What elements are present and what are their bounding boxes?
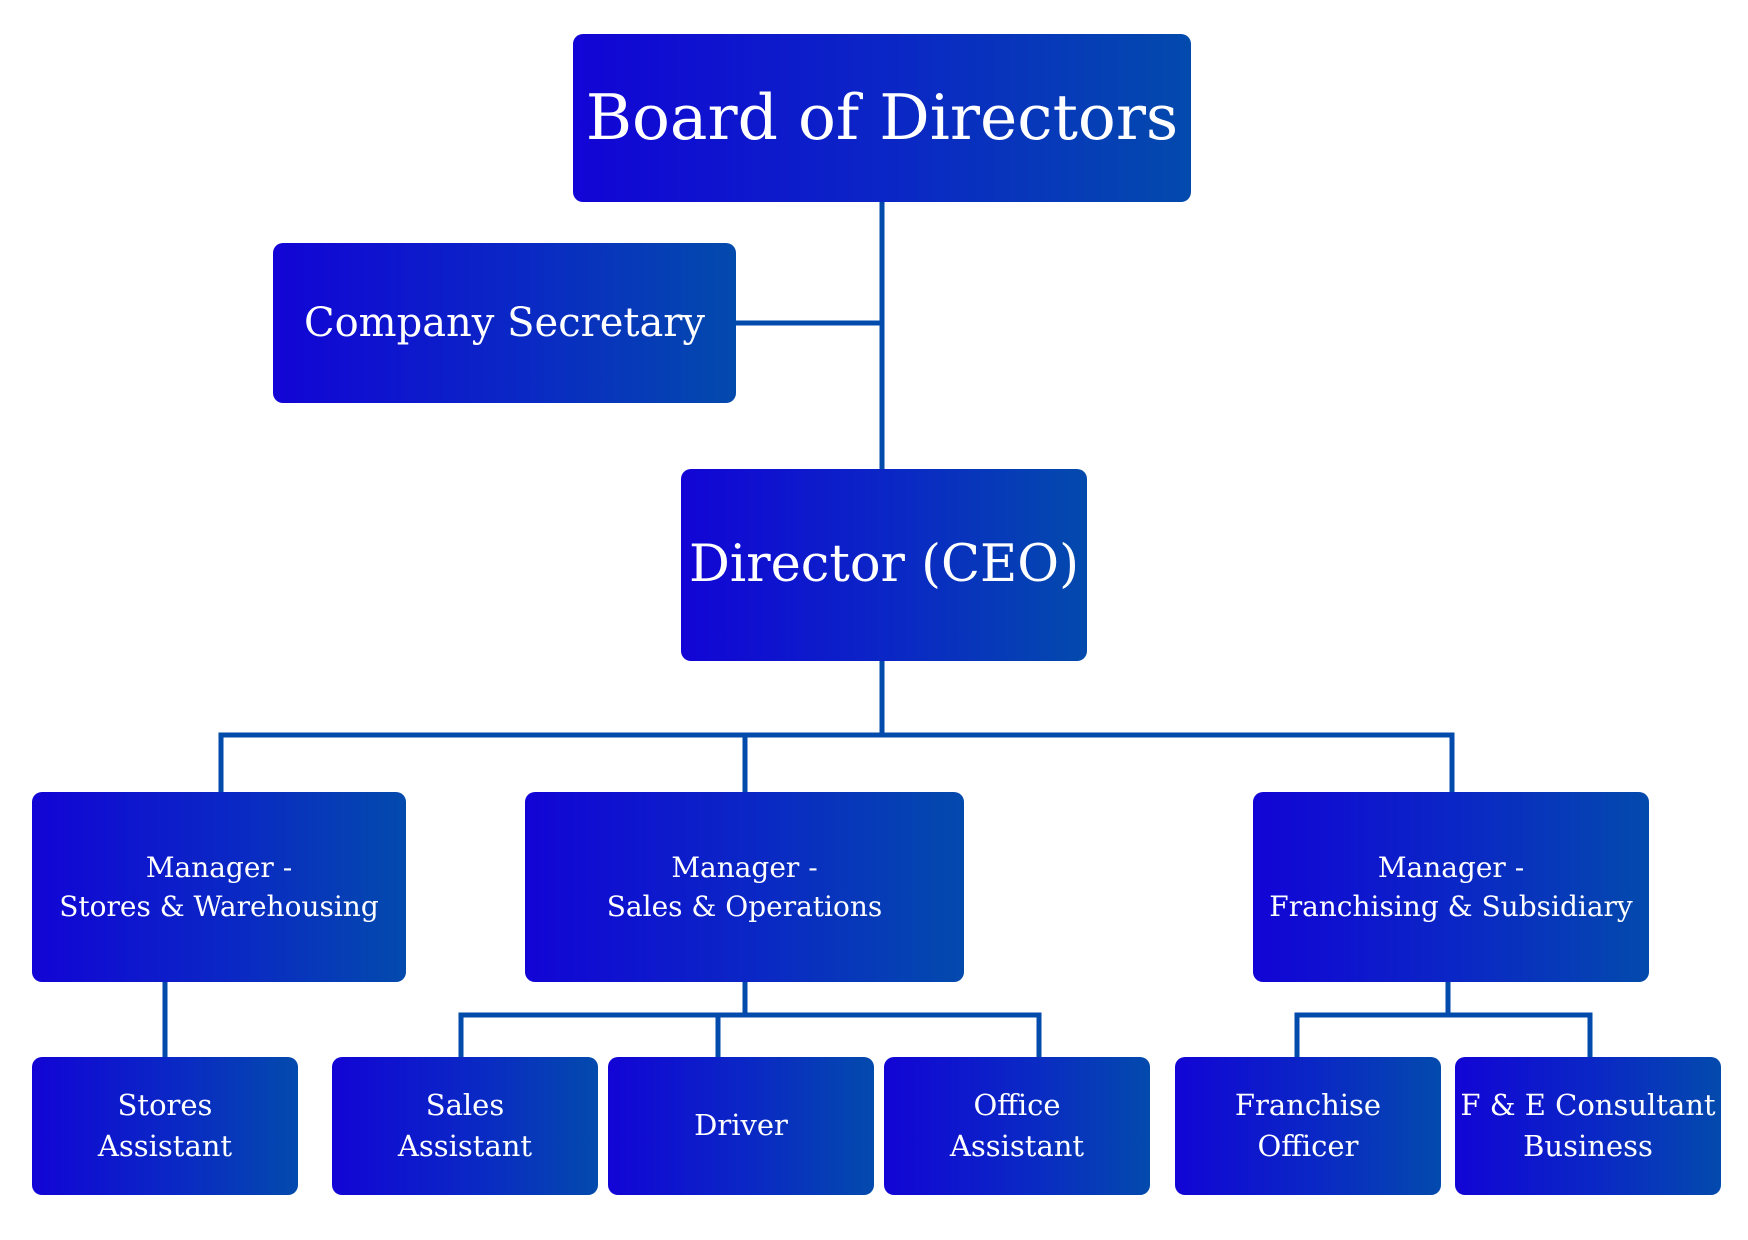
- manager-stores-department: Stores & Warehousing: [59, 890, 379, 923]
- office-assistant-box: Office Assistant: [884, 1057, 1150, 1195]
- manager-franchising-department: Franchising & Subsidiary: [1269, 890, 1633, 923]
- company-secretary-box: Company Secretary: [273, 243, 736, 403]
- manager-stores-title: Manager -: [145, 850, 293, 884]
- manager-sales-department: Sales & Operations: [606, 890, 883, 923]
- manager-franchising-title: Manager -: [1377, 850, 1525, 884]
- connector-group: [162, 199, 1593, 1060]
- sales-assistant-line2: Assistant: [397, 1129, 533, 1163]
- ceo-label: Director (CEO): [689, 535, 1079, 595]
- board-of-directors-box: Board of Directors: [573, 34, 1191, 202]
- sales-assistant-line1: Sales: [425, 1087, 505, 1122]
- office-assistant-line1: Office: [973, 1087, 1061, 1122]
- franchise-officer-box: Franchise Officer: [1175, 1057, 1441, 1195]
- manager-stores-warehousing-box: Manager - Stores & Warehousing: [32, 792, 406, 982]
- company-secretary-label: Company Secretary: [303, 300, 706, 346]
- stores-assistant-line1: Stores: [117, 1087, 213, 1122]
- fe-consultant-line1: F & E Consultant: [1460, 1087, 1716, 1122]
- driver-box: Driver: [608, 1057, 874, 1195]
- board-of-directors-label: Board of Directors: [585, 81, 1179, 155]
- stores-assistant-line2: Assistant: [97, 1129, 233, 1163]
- manager-sales-operations-box: Manager - Sales & Operations: [525, 792, 964, 982]
- manager-franchising-subsidiary-box: Manager - Franchising & Subsidiary: [1253, 792, 1649, 982]
- sales-assistant-box: Sales Assistant: [332, 1057, 598, 1195]
- office-assistant-line2: Assistant: [949, 1129, 1085, 1163]
- franchise-officer-line1: Franchise: [1234, 1087, 1382, 1122]
- manager-sales-title: Manager -: [671, 850, 818, 884]
- fe-consultant-line2: Business: [1523, 1129, 1653, 1163]
- driver-label: Driver: [694, 1108, 788, 1143]
- ceo-box: Director (CEO): [681, 469, 1087, 661]
- fe-consultant-business-box: F & E Consultant Business: [1455, 1057, 1721, 1195]
- franchise-officer-line2: Officer: [1257, 1129, 1359, 1163]
- stores-assistant-box: Stores Assistant: [32, 1057, 298, 1195]
